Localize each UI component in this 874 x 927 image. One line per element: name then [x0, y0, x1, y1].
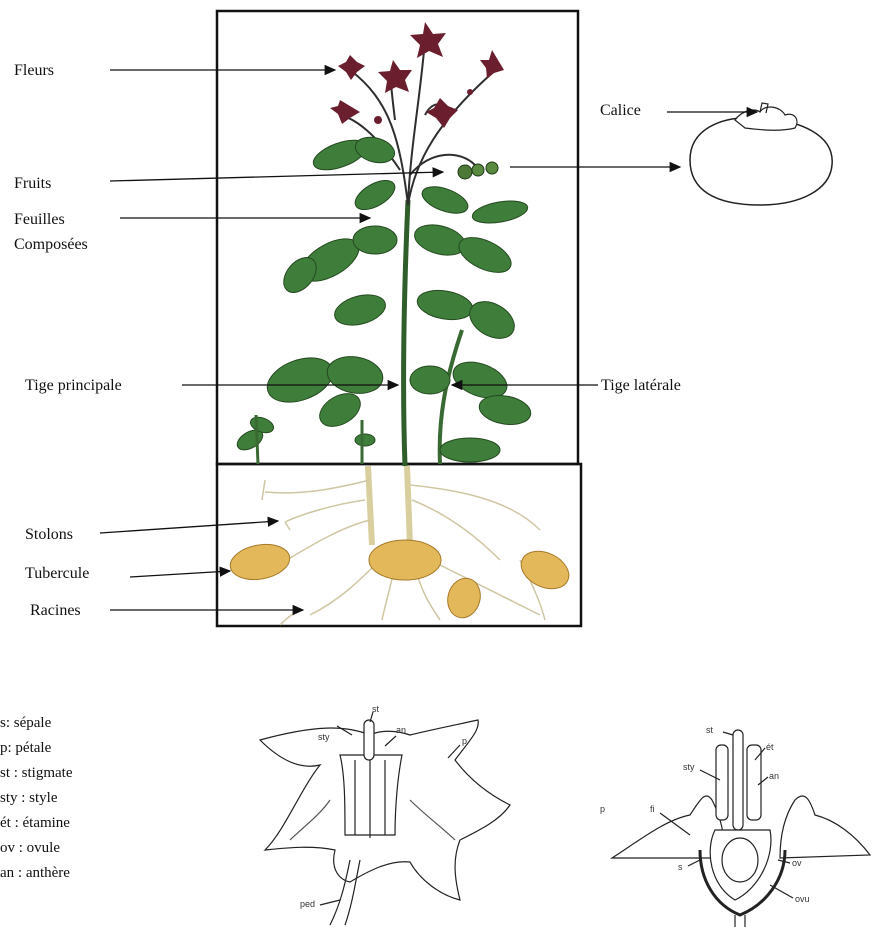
- calice-fruit-illustration: [690, 103, 832, 205]
- plant-illustration: [228, 22, 575, 625]
- legend-item: s: sépale: [0, 715, 52, 731]
- legend-item: p: pétale: [0, 740, 52, 756]
- flower-right-label-ov: ov: [792, 858, 802, 868]
- flower-left-label-ped: ped: [300, 899, 315, 909]
- label-stolons: Stolons: [25, 526, 73, 543]
- leaves-group: [234, 133, 533, 462]
- flower-right-label-s: s: [678, 862, 683, 872]
- flower-right-illustration: [612, 730, 870, 927]
- legend-item: ov : ovule: [0, 840, 60, 856]
- arrows-group: [100, 70, 757, 610]
- flower-left-label-an: an: [396, 725, 406, 735]
- label-composees: Composées: [14, 236, 88, 253]
- label-feuilles: Feuilles: [14, 211, 65, 228]
- label-tige-laterale: Tige latérale: [601, 377, 681, 394]
- tubers-group: [228, 540, 575, 621]
- flower-left-label-sty: sty: [318, 732, 330, 742]
- flower-right-label-ovu: ovu: [795, 894, 810, 904]
- flower-right-label-et: ét: [766, 742, 774, 752]
- flower-left-illustration: [260, 712, 510, 925]
- fruits-group: [458, 162, 498, 179]
- legend-item: ét : étamine: [0, 815, 70, 831]
- flower-right-label-sty: sty: [683, 762, 695, 772]
- legend-item: st : stigmate: [0, 765, 73, 781]
- legend-item: sty : style: [0, 790, 58, 806]
- flower-left-label-st: st: [372, 704, 380, 714]
- flower-right-label-fi: fi: [650, 804, 655, 814]
- label-tige-principale: Tige principale: [25, 377, 122, 394]
- label-calice: Calice: [600, 102, 641, 119]
- label-tubercule: Tubercule: [25, 565, 89, 582]
- label-racines: Racines: [30, 602, 81, 619]
- label-fruits: Fruits: [14, 175, 51, 192]
- flower-left-label-p: p: [462, 736, 467, 746]
- label-fleurs: Fleurs: [14, 62, 54, 79]
- flower-right-label-an: an: [769, 771, 779, 781]
- legend-item: an : anthère: [0, 865, 70, 881]
- flower-right-label-p: p: [600, 804, 605, 814]
- flower-right-label-st: st: [706, 725, 714, 735]
- legend: s: sépale p: pétale st : stigmate sty : …: [0, 715, 73, 881]
